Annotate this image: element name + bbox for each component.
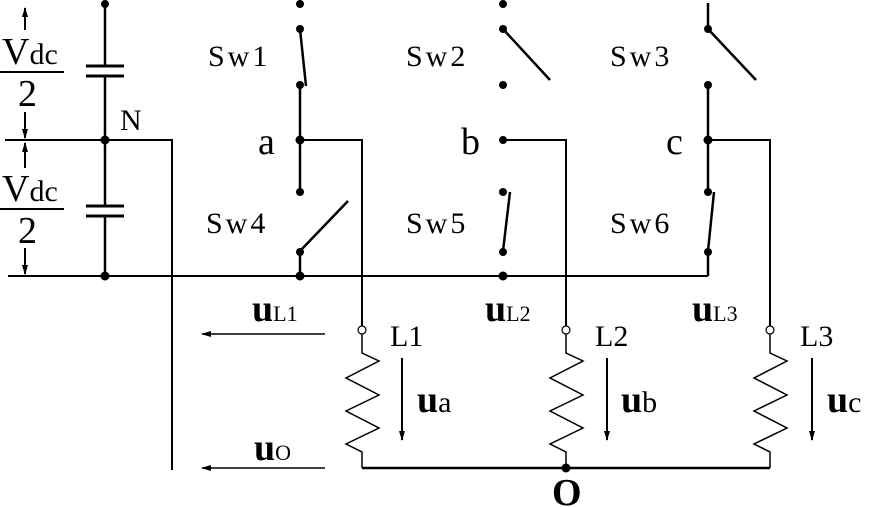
- load-l3: L3 uc: [752, 320, 861, 468]
- vdc-upper-label: Vdc: [2, 31, 58, 73]
- switch-sw3-label: Sw3: [610, 40, 672, 73]
- load-l3-label: L3: [800, 320, 833, 353]
- phase-leg-c: Sw3 Sw6 c: [610, 3, 771, 326]
- switch-sw5-blade: [501, 191, 512, 252]
- midpoint-label-n: N: [120, 104, 142, 137]
- load-l1-label: L1: [390, 320, 423, 353]
- load-l1: L1 ua: [344, 320, 451, 468]
- switch-sw4-label: Sw4: [206, 207, 268, 240]
- neutral-wire: [5, 139, 173, 470]
- node-dot: [295, 271, 305, 281]
- voltage-ul3-label: uL3: [692, 288, 738, 330]
- node-dot: [499, 248, 507, 256]
- star-point-label-o: O: [552, 472, 582, 507]
- phase-leg-a: Sw1 Sw4 a: [206, 0, 363, 326]
- node-dot: [296, 188, 304, 196]
- switch-sw5-label: Sw5: [406, 207, 468, 240]
- voltage-uo-label: uO: [254, 427, 291, 469]
- voltage-ua-label: ua: [417, 379, 451, 421]
- switch-sw6-label: Sw6: [610, 207, 672, 240]
- node-dot: [561, 463, 571, 473]
- vdc-lower-label: Vdc: [2, 168, 58, 210]
- switch-sw4-blade: [299, 200, 349, 252]
- node-dot: [499, 188, 507, 196]
- voltage-uc-label: uc: [827, 379, 861, 421]
- phase-node-b-label: b: [461, 121, 480, 163]
- node-dot: [704, 188, 712, 196]
- phase-b-output-wire: [503, 139, 567, 326]
- switch-sw2-label: Sw2: [406, 40, 468, 73]
- voltage-ul2-label: uL2: [485, 288, 531, 330]
- phase-node-c-label: c: [666, 121, 683, 163]
- resistor-l3: [752, 334, 789, 468]
- terminal-circle: [561, 325, 571, 335]
- resistor-l2: [548, 334, 585, 468]
- node-dot: [498, 271, 508, 281]
- terminal-circle: [765, 325, 775, 335]
- switch-sw6-blade: [706, 191, 716, 252]
- phase-node-a-label: a: [258, 121, 275, 163]
- vdc-lower-denominator: 2: [18, 210, 37, 252]
- phase-c-output-wire: [708, 139, 771, 326]
- node-dot: [101, 0, 109, 8]
- node-dot: [296, 0, 304, 8]
- vdc-upper-denominator: 2: [18, 73, 37, 115]
- node-dot: [499, 81, 507, 89]
- terminal-circle: [357, 325, 367, 335]
- resistor-l1: [344, 334, 381, 468]
- phase-a-output-wire: [300, 139, 363, 326]
- switch-sw3-blade: [707, 28, 757, 81]
- dc-link: Vdc 2 Vdc 2 N: [0, 0, 708, 470]
- switch-sw2-blade: [502, 28, 551, 81]
- voltage-ub-label: ub: [621, 379, 657, 421]
- load-l2-label: L2: [595, 320, 628, 353]
- load-l2: L2 ub: [548, 320, 657, 468]
- switch-sw1-label: Sw1: [208, 40, 270, 73]
- switch-sw1-blade: [298, 28, 308, 87]
- node-dot: [499, 0, 507, 8]
- phase-leg-b: Sw2 Sw5 b: [406, 0, 567, 326]
- voltage-ul1-label: uL1: [252, 288, 298, 330]
